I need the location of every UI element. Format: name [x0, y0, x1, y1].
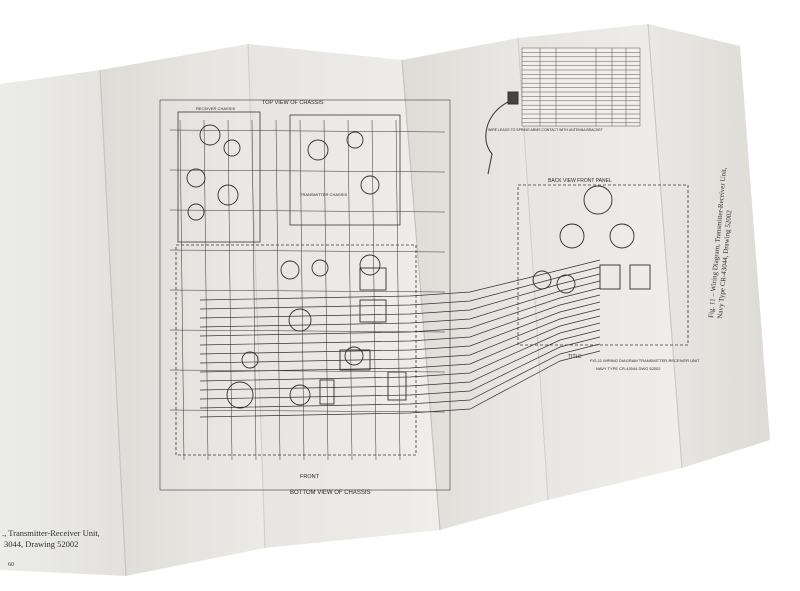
- transformer: [339, 349, 371, 371]
- chassis-wire: [169, 409, 446, 413]
- cable-wire: [199, 336, 601, 400]
- receiver-chassis-outline: [177, 111, 261, 243]
- tube-socket: [360, 175, 380, 195]
- chassis-wire: [299, 119, 305, 461]
- transformer: [359, 299, 387, 323]
- cable-wire: [199, 280, 601, 328]
- tube-socket: [532, 270, 552, 290]
- title-block-line1: FIG.11 WIRING DIAGRAM TRANSMITTER-RECEIV…: [590, 358, 700, 363]
- title-label: TITLE: [568, 354, 582, 360]
- frame-outline: [159, 99, 451, 491]
- transformer: [319, 379, 335, 405]
- chassis-wire: [169, 169, 446, 173]
- tube-socket: [186, 168, 206, 188]
- panel-far-right: [648, 24, 770, 468]
- chassis-wire: [169, 209, 446, 213]
- cable-wire: [199, 322, 601, 382]
- cable-wire: [199, 287, 601, 337]
- panel-left-flap: [0, 70, 126, 576]
- cable-wire: [199, 273, 601, 319]
- tube-socket: [226, 381, 254, 409]
- tube-socket: [280, 260, 300, 280]
- panel-left: [100, 44, 265, 576]
- tube-socket: [289, 384, 311, 406]
- back-view-label: BACK VIEW FRONT PANEL: [548, 178, 612, 184]
- transformer: [387, 371, 407, 401]
- chassis-wire: [169, 129, 446, 133]
- chassis-wire: [347, 119, 353, 461]
- transmitter-chassis-outline: [289, 114, 401, 226]
- tube-socket: [199, 124, 221, 146]
- wiring-diagram: [159, 99, 689, 491]
- paper-panels: [0, 23, 770, 577]
- antenna-lead: [485, 91, 519, 175]
- tube-socket: [288, 308, 312, 332]
- panel-center-right: [402, 38, 548, 530]
- cable-wire: [199, 329, 601, 391]
- chassis-wire: [395, 119, 401, 461]
- tube-socket: [359, 254, 381, 276]
- transformer: [599, 264, 621, 290]
- components: [186, 124, 651, 409]
- tube-socket: [217, 184, 239, 206]
- chassis-wire: [323, 119, 329, 461]
- front-label: FRONT: [300, 474, 320, 480]
- chassis-wire: [251, 119, 257, 461]
- receiver-chassis-label: RECEIVER CHASSIS: [196, 106, 235, 111]
- top-view-label: TOP VIEW OF CHASSIS: [262, 100, 324, 106]
- left-caption-line1: ., Transmitter-Receiver Unit,: [2, 528, 100, 538]
- chassis-wire: [227, 119, 233, 461]
- tube-socket: [583, 185, 613, 215]
- front-panel-outline: [517, 184, 689, 346]
- tube-socket: [307, 139, 329, 161]
- transformer: [629, 264, 651, 290]
- panel-center: [248, 44, 440, 548]
- tube-socket: [311, 259, 329, 277]
- tube-socket: [556, 274, 576, 294]
- title-block-line2: NAVY TYPE CR-43044 DWG 52002: [596, 366, 661, 371]
- tube-socket: [609, 223, 635, 249]
- cable-wire: [199, 259, 601, 301]
- bottom-view-label: BOTTOM VIEW OF CHASSIS: [290, 490, 371, 496]
- cable-wire: [199, 350, 601, 418]
- chassis-wire: [169, 289, 446, 293]
- tube-socket: [241, 351, 259, 369]
- tube-socket: [223, 139, 241, 157]
- cable-wire: [199, 343, 601, 409]
- page-number: 60: [8, 562, 14, 568]
- transformer: [359, 267, 387, 291]
- bottom-chassis-outline: [175, 244, 417, 456]
- chassis-wire: [275, 119, 281, 461]
- transmitter-chassis-label: TRANSMITTER CHASSIS: [300, 192, 347, 197]
- cable-wire: [199, 266, 601, 310]
- tube-socket: [344, 346, 364, 366]
- chassis-wire: [169, 249, 446, 253]
- tube-socket: [346, 131, 364, 149]
- panel-right: [518, 24, 682, 500]
- tube-socket: [187, 203, 205, 221]
- left-caption-line2: 3044, Drawing 52002: [4, 539, 78, 549]
- antenna-note: WIRE LEADS TO SPRING ARMS CONTACT WITH A…: [488, 128, 604, 132]
- chassis-wire: [169, 329, 446, 333]
- tube-socket: [559, 223, 585, 249]
- parts-table: [521, 47, 641, 127]
- cable-wire: [199, 294, 601, 346]
